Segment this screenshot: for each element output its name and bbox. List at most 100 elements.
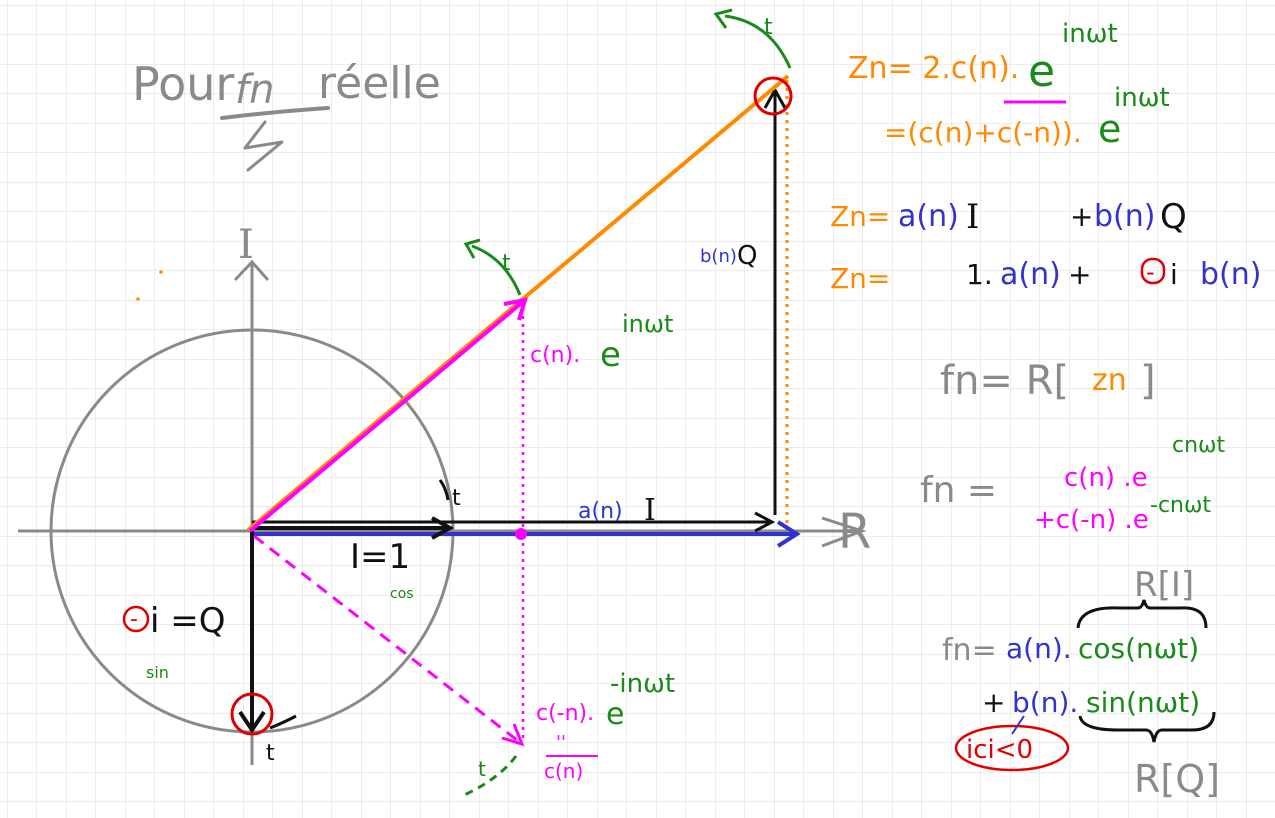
c-pos-vector xyxy=(248,298,527,533)
zn4-minus: - xyxy=(1146,258,1155,286)
conj-marks: '' xyxy=(556,732,566,753)
zn2-e: e xyxy=(1098,107,1121,151)
rotation-arrow-cneg xyxy=(461,755,518,798)
stray-mark-1 xyxy=(159,270,163,274)
fn-sum-left: fn = xyxy=(920,470,997,511)
fn-sin: sin(nωt) xyxy=(1086,686,1200,719)
unit-I-label: I=1 xyxy=(350,537,410,577)
b-label: b(n) xyxy=(700,246,737,267)
c-neg-label: c(-n). xyxy=(536,701,594,726)
unit-I-vector-head xyxy=(431,516,455,540)
i-eq-Q-label: i =Q xyxy=(150,601,226,641)
axes: R I xyxy=(18,222,871,765)
zn3-I: I xyxy=(966,197,979,237)
zn4-i: i xyxy=(1170,258,1178,291)
rotation-arrow-unit xyxy=(438,479,450,501)
zn1-e: e xyxy=(1028,46,1055,97)
projections xyxy=(521,80,789,738)
fn-re-close: ] xyxy=(1140,358,1156,404)
zn3-left: Zn= xyxy=(830,200,890,233)
fn-sin-plus: + xyxy=(982,686,1005,719)
zn2-left: =(c(n)+c(-n)). xyxy=(884,116,1082,149)
title-squiggle xyxy=(243,120,284,172)
rotation-arrow-cpos xyxy=(471,244,522,296)
real-axis-label: R xyxy=(838,504,871,560)
zn4-plus: + xyxy=(1068,258,1091,291)
fn-cos: cos(nωt) xyxy=(1078,632,1199,665)
imag-axis-arrowhead xyxy=(233,259,270,282)
rotation-label-cneg: t xyxy=(478,757,486,781)
a-I-label: I xyxy=(644,493,656,528)
ici-circle xyxy=(954,724,1070,772)
c-neg-e: e xyxy=(606,697,624,732)
ici-label: ici<0 xyxy=(966,735,1033,765)
zn4-a: a(n) xyxy=(1000,257,1061,292)
blue-real-vector-head xyxy=(776,520,801,548)
rotation-label-cpos: t xyxy=(502,251,511,276)
zn1-exp: inωt xyxy=(1062,19,1118,49)
c-pos-e: e xyxy=(600,335,621,375)
b-Q-vector-head xyxy=(763,86,787,109)
zn3-b: b(n) xyxy=(1094,199,1155,234)
title: Pour fn réelle xyxy=(132,57,441,172)
minus-i-tip-circle xyxy=(230,692,274,736)
fn-re: fn= R[ xyxy=(940,358,1069,404)
imag-axis-label: I xyxy=(238,222,254,268)
R-I: R[I] xyxy=(1134,565,1194,605)
c-pos-vector-head xyxy=(503,297,528,321)
minus-label: - xyxy=(130,607,138,632)
left-labels: I=1 cos - i =Q sin xyxy=(130,537,414,682)
zn3-a: a(n) xyxy=(898,199,959,234)
zn1-left: Zn= 2.c(n). xyxy=(848,51,1019,86)
title-pour: Pour xyxy=(132,57,234,111)
fn-re-zn: zn xyxy=(1092,363,1127,398)
R-Q: R[Q] xyxy=(1134,757,1220,801)
fn-cos-left: fn= xyxy=(942,633,997,668)
projection-point xyxy=(515,528,527,540)
c-pos-label: c(n). xyxy=(530,343,580,368)
rotation-label-minus-i: t xyxy=(266,741,275,766)
c-neg-vector-head xyxy=(501,723,525,747)
zn2-exp: inωt xyxy=(1114,83,1170,113)
zn4-minus-circle xyxy=(1140,257,1166,285)
fn-sum-2: +c(-n) .e xyxy=(1034,505,1149,535)
zn4-b: b(n) xyxy=(1200,257,1261,292)
title-fn: fn xyxy=(235,67,274,113)
rotation-arrow-minus-i xyxy=(269,714,297,730)
rotation-arrow-cpos-head xyxy=(463,238,481,259)
vector-labels: a(n) I b(n) Q c(n). e inωt c(-n). e -inω… xyxy=(530,241,757,783)
brace-top xyxy=(1076,599,1208,629)
brace-bottom xyxy=(1078,711,1216,743)
b-pointer xyxy=(1011,715,1025,735)
fn-sum-1-exp: cnωt xyxy=(1172,433,1225,458)
fn-sum-2-exp: -cnωt xyxy=(1150,493,1211,518)
fn-cos-a: a(n). xyxy=(1006,632,1072,665)
rotation-label-unit: t xyxy=(452,486,461,511)
formulas: Zn= 2.c(n). e inωt =(c(n)+c(-n)). e inωt… xyxy=(830,19,1261,801)
fn-sum-1: c(n) .e xyxy=(1064,463,1148,493)
a-I-vector-head xyxy=(754,511,776,533)
zn4-one: 1. xyxy=(966,258,993,291)
rotation-label-zn: t xyxy=(764,15,773,40)
zn-tip-circle xyxy=(753,76,793,116)
title-underline xyxy=(220,106,330,120)
stray-mark-2 xyxy=(136,297,140,301)
minus-i-vector-head xyxy=(238,710,266,734)
c-neg-vector xyxy=(253,534,523,746)
cos-label: cos xyxy=(390,586,414,602)
rotation-markers: t t t t t xyxy=(266,8,792,798)
b-Q-label: Q xyxy=(737,241,757,271)
c-neg-sub: c(n) xyxy=(544,759,583,783)
zn3-Q: Q xyxy=(1160,197,1187,237)
rotation-arrow-zn xyxy=(724,14,792,69)
c-neg-exp: -inωt xyxy=(610,669,675,699)
rotation-arrow-zn-head xyxy=(713,8,733,29)
sin-label: sin xyxy=(146,663,169,682)
a-label: a(n) xyxy=(578,499,623,524)
zn3-plus: + xyxy=(1070,200,1093,233)
vectors xyxy=(238,74,801,747)
highlights xyxy=(122,76,1166,772)
title-reelle: réelle xyxy=(318,58,441,109)
